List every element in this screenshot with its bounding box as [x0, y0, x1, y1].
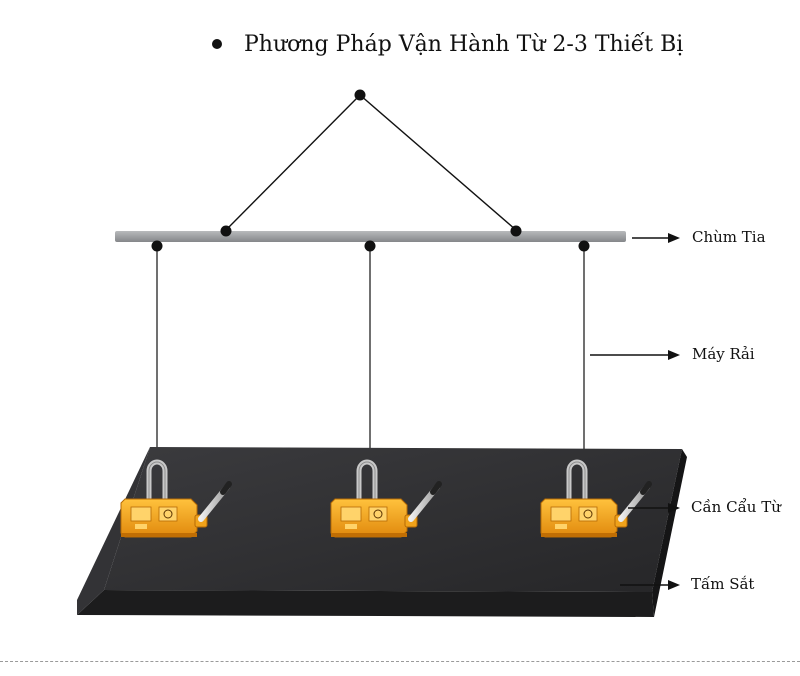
arrow-right-icon	[620, 580, 680, 590]
bullet-icon	[212, 39, 222, 49]
divider	[0, 661, 800, 662]
arrow-right-icon	[590, 350, 680, 360]
arrow-right-icon	[632, 233, 680, 243]
arrow-right-icon	[628, 503, 680, 513]
chain-label: Máy Rải	[692, 345, 755, 363]
hanging-cables	[156, 246, 585, 457]
magnet-label: Cần Cẩu Từ	[691, 498, 781, 516]
top-rigging	[225, 89, 517, 231]
beam-label: Chùm Tia	[692, 228, 766, 246]
title-row: Phương Pháp Vận Hành Từ 2-3 Thiết Bị	[212, 28, 683, 60]
plate-label: Tấm Sắt	[691, 575, 755, 593]
page-title: Phương Pháp Vận Hành Từ 2-3 Thiết Bị	[244, 31, 684, 57]
